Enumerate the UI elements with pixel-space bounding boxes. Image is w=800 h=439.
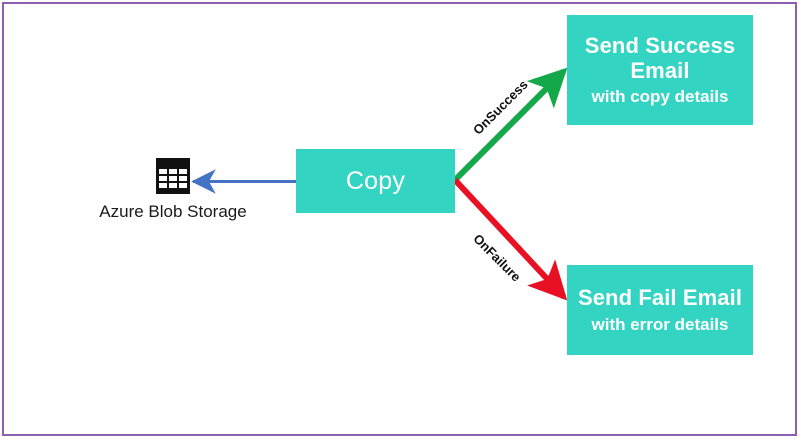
success-email-title: Send Success Email — [584, 33, 736, 83]
edge-on-failure — [452, 177, 568, 301]
fail-email-subtitle: with error details — [591, 314, 729, 334]
copy-activity-title: Copy — [345, 167, 406, 195]
node-copy-activity[interactable]: Copy — [296, 149, 455, 213]
node-azure-blob-storage[interactable]: Azure Blob Storage — [88, 157, 258, 235]
edge-on-success — [452, 67, 568, 183]
table-icon — [156, 158, 190, 194]
node-send-success-email[interactable]: Send Success Email with copy details — [567, 15, 753, 125]
fail-email-title: Send Fail Email — [577, 285, 743, 311]
node-send-fail-email[interactable]: Send Fail Email with error details — [567, 265, 753, 355]
storage-label: Azure Blob Storage — [99, 202, 247, 221]
success-email-subtitle: with copy details — [591, 86, 729, 106]
